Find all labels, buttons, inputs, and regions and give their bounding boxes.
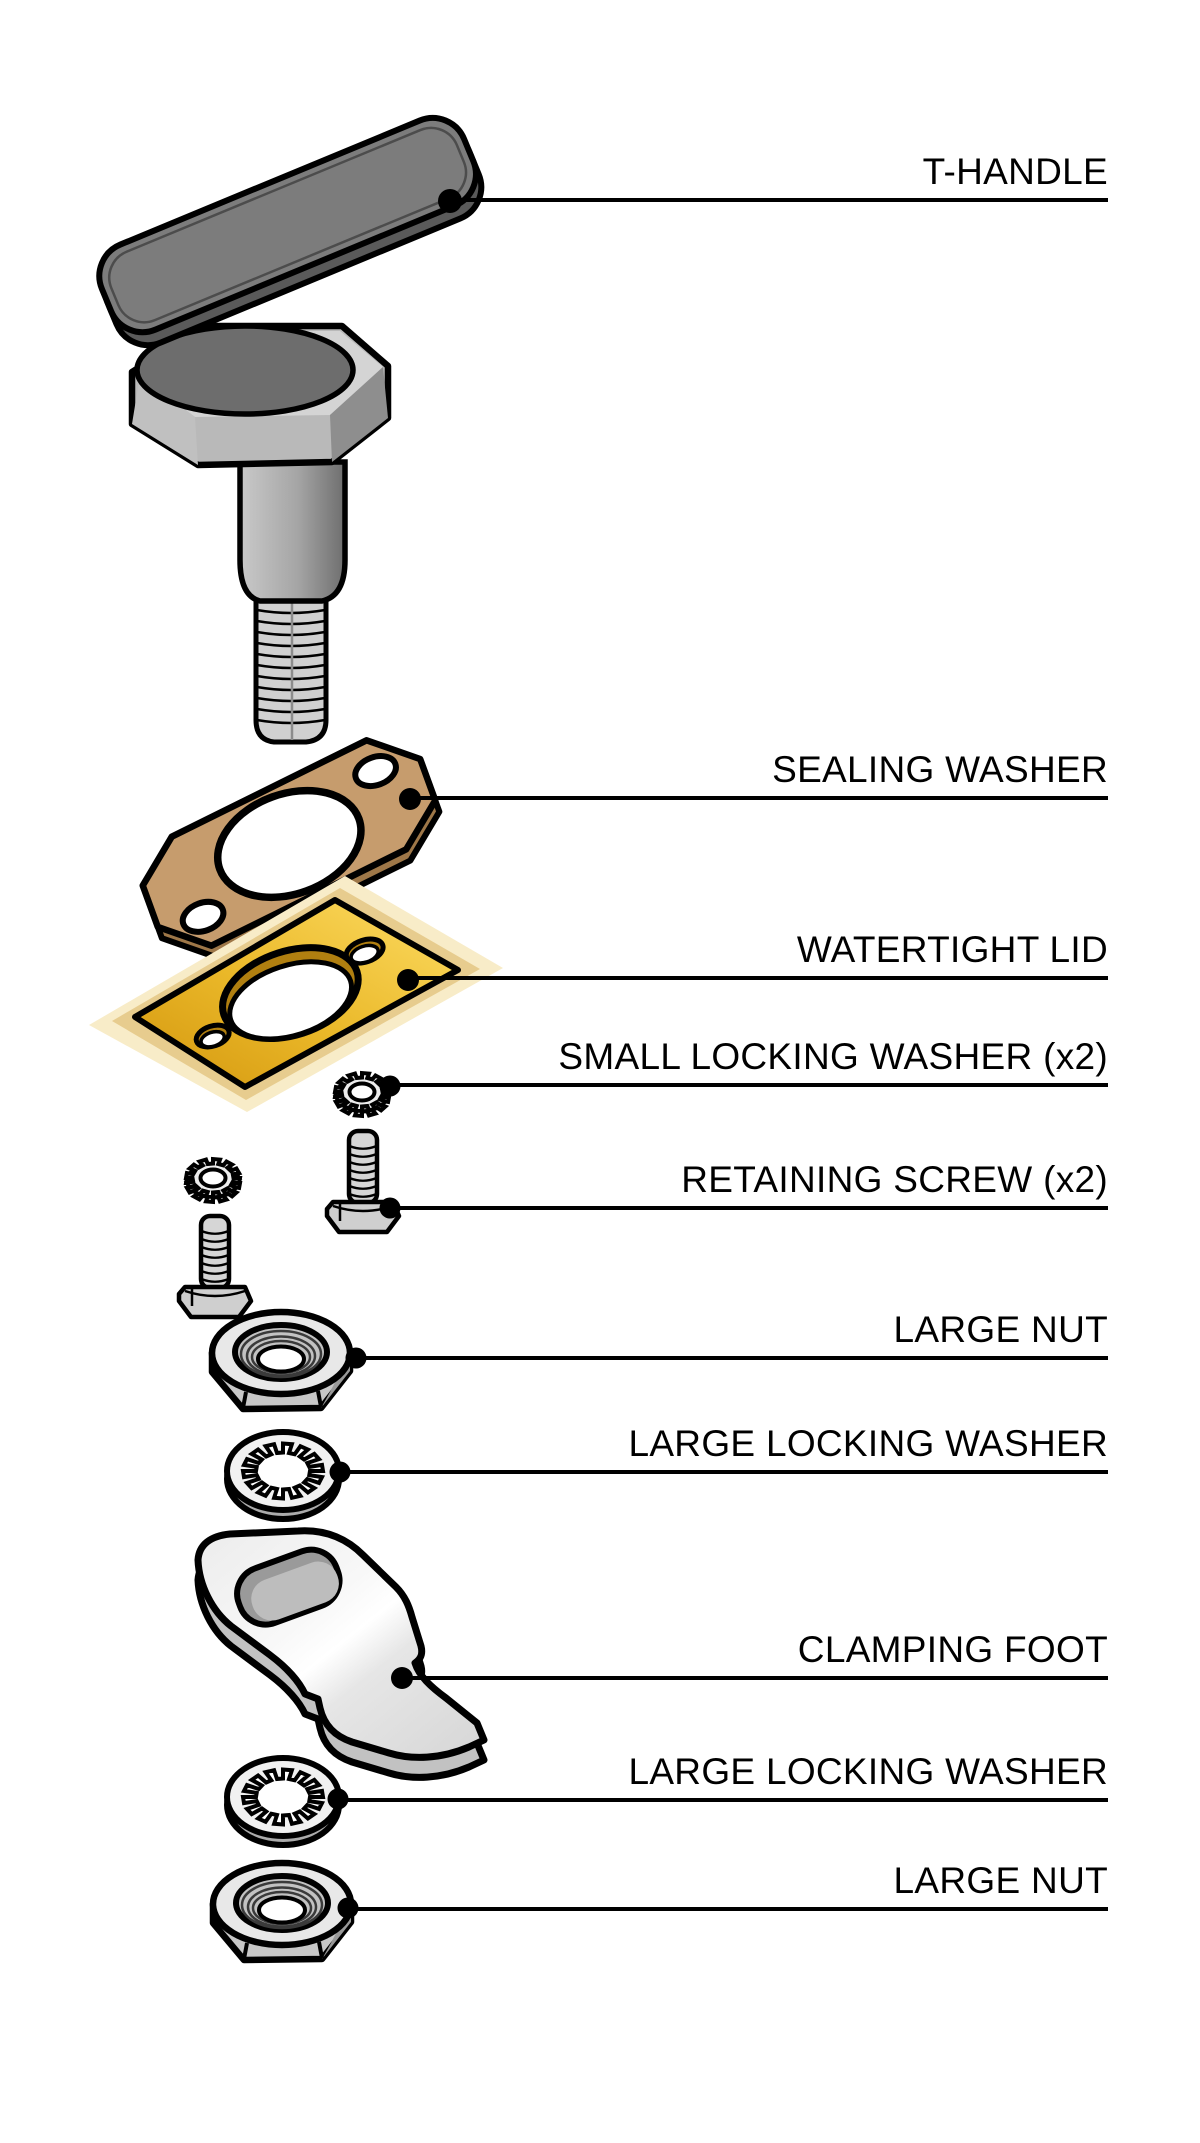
- label-large-nut-lower: LARGE NUT: [893, 1860, 1108, 1901]
- t-handle-bar: [96, 114, 485, 349]
- watertight-lid-graphic: [89, 876, 503, 1112]
- leader-dot: [337, 1897, 359, 1919]
- large-locking-washer-graphic-2: [227, 1758, 339, 1845]
- t-handle-neck: [237, 459, 348, 604]
- label-clamping-foot: CLAMPING FOOT: [797, 1629, 1108, 1670]
- label-large-locking-washer-lower: LARGE LOCKING WASHER: [628, 1751, 1108, 1792]
- label-retaining-screw: RETAINING SCREW (x2): [681, 1159, 1108, 1200]
- leader-dot: [327, 1788, 349, 1810]
- label-sealing-washer: SEALING WASHER: [772, 749, 1108, 790]
- sealing-washer-graphic: [139, 737, 443, 960]
- t-handle-graphic: [96, 114, 485, 745]
- clamping-foot-slot: [234, 1546, 343, 1628]
- t-handle-threaded-stud: [253, 597, 329, 745]
- label-large-nut-upper: LARGE NUT: [893, 1309, 1108, 1350]
- leader-dot: [391, 1667, 413, 1689]
- leader-dot: [379, 1197, 401, 1219]
- label-small-locking-washer: SMALL LOCKING WASHER (x2): [558, 1036, 1108, 1077]
- small-locking-washer-graphic-2: [184, 1157, 242, 1204]
- leader-dot: [379, 1075, 401, 1097]
- clamping-foot-graphic: [194, 1527, 488, 1781]
- leader-dot: [399, 788, 421, 810]
- leader-dot: [329, 1461, 351, 1483]
- leader-dot: [438, 189, 462, 213]
- large-nut-graphic-2: [213, 1863, 351, 1960]
- t-handle-knob: [128, 322, 392, 469]
- label-large-locking-washer-upper: LARGE LOCKING WASHER: [628, 1423, 1108, 1464]
- leader-dot: [345, 1347, 367, 1369]
- leader-lines: [338, 198, 1108, 1911]
- t-handle-socket: [134, 323, 356, 417]
- small-locking-washer-graphic: [332, 1070, 392, 1119]
- label-t-handle: T-HANDLE: [922, 151, 1108, 192]
- retaining-screw-graphic-2: [179, 1216, 251, 1317]
- large-nut-graphic: [208, 1308, 354, 1413]
- label-watertight-lid: WATERTIGHT LID: [796, 929, 1108, 970]
- leader-dots: [327, 189, 462, 1919]
- large-locking-washer-graphic: [224, 1429, 342, 1522]
- leader-dot: [397, 969, 419, 991]
